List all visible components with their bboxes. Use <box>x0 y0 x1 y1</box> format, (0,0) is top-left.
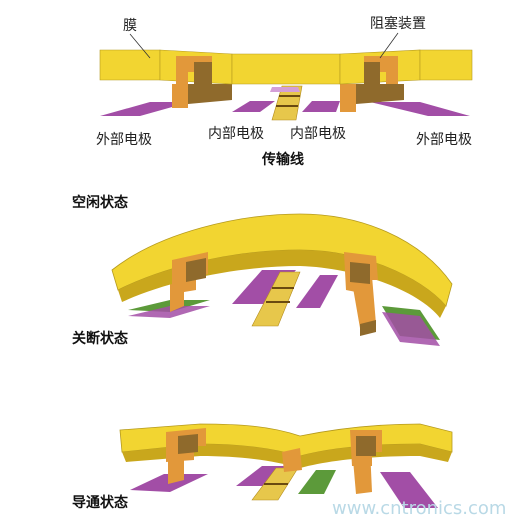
outer-electrode-right-label: 外部电极 <box>416 132 472 148</box>
idle-state-illustration <box>99 49 473 121</box>
off-inner-electrode-right <box>296 275 338 308</box>
membrane-label: 膜 <box>123 18 137 34</box>
anchor-leader-line <box>379 32 399 59</box>
off-membrane-shape <box>111 213 453 307</box>
transmission-line-shape <box>271 85 303 121</box>
on-state-illustration <box>119 423 453 508</box>
outer-electrode-left-shape <box>100 102 190 116</box>
outer-electrode-right-shape <box>370 102 470 116</box>
on-state-label: 导通状态 <box>72 494 128 511</box>
inner-electrode-right-label: 内部电极 <box>290 126 346 142</box>
on-outer-electrode-right <box>380 472 438 508</box>
off-transmission-line <box>251 271 301 327</box>
inner-electrode-left-shape <box>232 101 275 112</box>
anchor-label: 阻塞装置 <box>370 15 426 32</box>
transmission-line-label: 传输线 <box>261 151 304 168</box>
inner-electrode-left-label: 内部电极 <box>208 126 264 142</box>
membrane-shape <box>99 49 161 81</box>
right-anchor-shape <box>340 84 356 112</box>
off-state-label: 关断状态 <box>72 330 128 347</box>
off-outer-electrode-left <box>128 300 210 312</box>
membrane-leader-line <box>129 33 151 59</box>
center-contact-shape <box>270 87 300 92</box>
outer-electrode-left-label: 外部电极 <box>96 132 152 148</box>
inner-electrode-right-shape <box>302 101 340 112</box>
idle-state-label: 空闲状态 <box>72 194 128 211</box>
watermark-text: www.cntronics.com <box>332 498 506 519</box>
left-anchor-shape <box>172 84 188 108</box>
off-state-illustration <box>111 213 453 346</box>
on-inner-electrode-right <box>298 470 336 494</box>
